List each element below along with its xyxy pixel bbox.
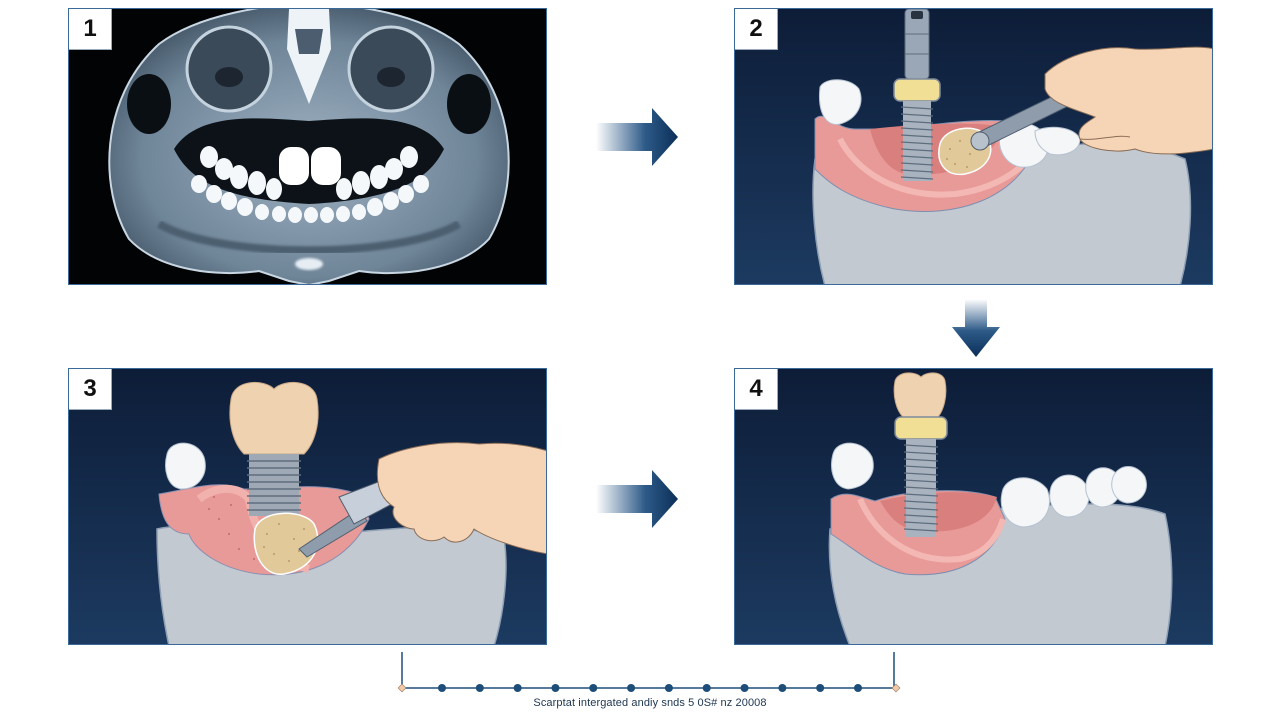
timeline-marker — [702, 684, 711, 692]
timeline-start-marker — [397, 683, 407, 693]
timeline-marker — [816, 684, 825, 692]
panel-2-implant-placement: 2 — [734, 8, 1213, 285]
arrow-right-icon — [596, 108, 678, 166]
timeline-marker — [778, 684, 787, 692]
arrow-right-icon — [596, 470, 678, 528]
timeline-marker — [664, 684, 673, 692]
step-badge-4: 4 — [735, 369, 778, 410]
timeline-marker — [513, 684, 522, 692]
ct-scan-image — [108, 9, 510, 284]
timeline-marker — [551, 684, 560, 692]
timeline-end-marker — [891, 683, 901, 693]
panel-1-ct-scan: 1 — [68, 8, 547, 285]
implant-placement-illustration — [812, 9, 1212, 284]
timeline-marker — [627, 684, 636, 692]
timeline-marker — [438, 684, 446, 692]
timeline-marker — [475, 684, 484, 692]
timeline — [397, 652, 901, 693]
timeline-marker — [854, 684, 862, 692]
final-restoration-illustration — [828, 372, 1173, 644]
arrow-down-icon — [952, 299, 1000, 357]
step-badge-3: 3 — [69, 369, 112, 410]
panel-3-crown-bone-graft: 3 — [68, 368, 547, 645]
panel-4-final-restoration: 4 — [734, 368, 1213, 645]
step-badge-2: 2 — [735, 9, 778, 50]
timeline-caption: Scarptat intergated andiy snds 5 0S# nz … — [533, 697, 767, 709]
timeline-marker — [589, 684, 598, 692]
step-badge-1: 1 — [69, 9, 112, 50]
timeline-marker — [740, 684, 749, 692]
crown-graft-illustration — [156, 381, 546, 644]
